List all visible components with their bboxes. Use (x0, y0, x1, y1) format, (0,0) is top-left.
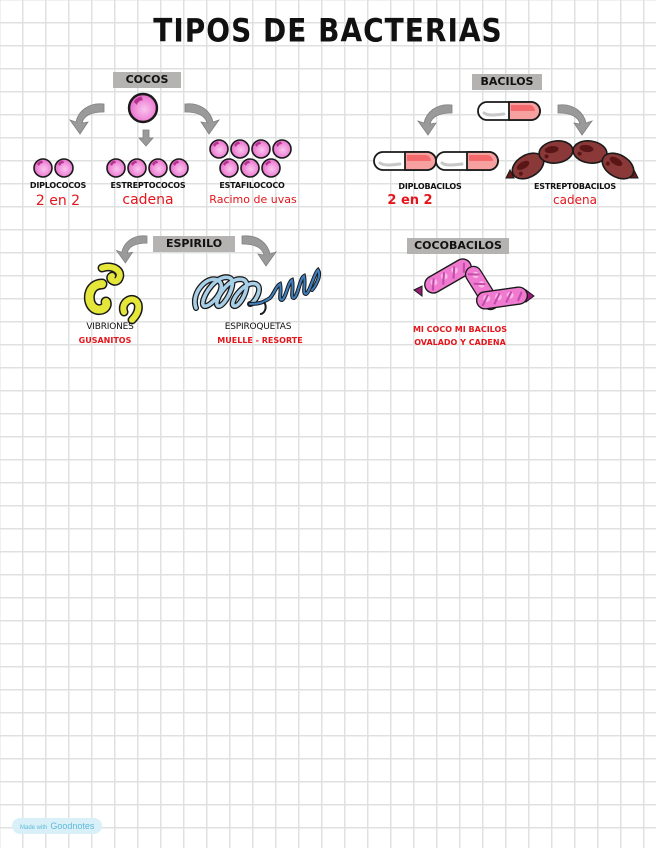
estreptococos-icon (106, 158, 189, 178)
capsule-icon (476, 100, 542, 122)
espiroquetas-note: MUELLE - RESORTE (217, 336, 303, 345)
curved-arrow-icon (69, 103, 105, 135)
page-title: TIPOS DE BACTERIAS (153, 11, 503, 50)
cocobacilos-note-line1: MI COCO MI BACILOS (412, 325, 508, 334)
diplococos-note: 2 en 2 (35, 193, 81, 209)
diplobacilos-icon (372, 150, 500, 172)
vibrio-icon (83, 262, 143, 325)
estreptococos-label: ESTREPTOCOCOS (110, 181, 186, 190)
cocobacilo-icon (413, 254, 535, 314)
watermark-brand: Goodnotes (50, 821, 95, 831)
diplobacilos-label: DIPLOBACILOS (398, 182, 462, 191)
espiroquetas-label: ESPIROQUETAS (224, 322, 292, 332)
spirochete-icon (191, 266, 322, 315)
estafilococo-label: ESTAFILOCOCO (219, 181, 285, 190)
cocobacilos-note-line2: OVALADO Y CADENA (414, 338, 506, 347)
vibriones-note: GUSANITOS (78, 336, 132, 345)
diplococos-icon (33, 158, 74, 178)
curved-arrow-icon (417, 104, 453, 136)
espirilo-heading: ESPIRILO (153, 236, 235, 252)
cocobacilos-heading: COCOBACILOS (407, 238, 509, 254)
estafilococo-icon (209, 139, 292, 178)
estafilococo-note: Racimo de uvas (209, 193, 297, 206)
down-arrow-icon (138, 129, 154, 147)
coccus-icon (127, 92, 159, 124)
estreptobacilos-label: ESTREPTOBACILOS (534, 182, 616, 191)
diplococos-label: DIPLOCOCOS (29, 181, 87, 190)
estreptobacilos-icon (505, 137, 640, 185)
estreptococos-note: cadena (122, 192, 174, 208)
cocos-heading: COCOS (113, 72, 181, 88)
estreptobacilos-note: cadena (553, 193, 597, 207)
vibriones-label: VIBRIONES (86, 322, 134, 332)
curved-arrow-icon (557, 104, 593, 136)
diplobacilos-note: 2 en 2 (387, 193, 433, 208)
curved-arrow-icon (184, 103, 220, 135)
bacilos-heading: BACILOS (472, 74, 542, 90)
watermark-prefix: Made with (20, 825, 48, 831)
